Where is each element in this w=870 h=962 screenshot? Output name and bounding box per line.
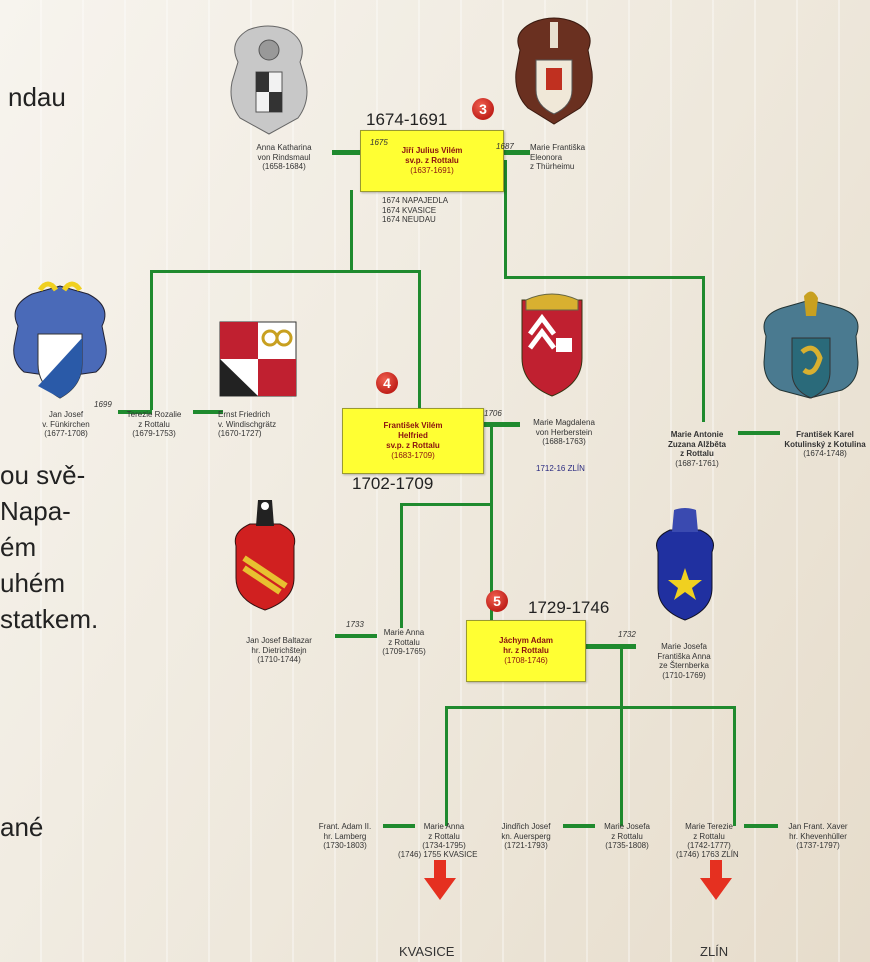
descent-line <box>150 270 153 410</box>
estate-note: (1746) 1763 ZLÍN <box>676 850 739 859</box>
descent-line <box>620 648 623 708</box>
period-label: 1729-1746 <box>528 598 610 617</box>
person-title: hr. z Rottalu <box>503 646 549 655</box>
coat-of-arms-herberstein-icon <box>521 293 583 397</box>
coat-of-arms-windischgratz-icon <box>219 321 297 397</box>
generation-badge: 4 <box>376 372 398 394</box>
descent-line <box>733 706 736 826</box>
coat-of-arms-dietrichstein-icon <box>234 500 296 611</box>
descent-line <box>490 503 493 621</box>
sibling-line <box>445 706 735 709</box>
descent-line <box>702 276 705 422</box>
coat-of-arms-funkirchen-icon <box>13 281 107 399</box>
slide-text-line: ém <box>0 532 37 562</box>
period-label: 1702-1709 <box>352 474 434 493</box>
sibling-line <box>504 276 704 279</box>
destination-label: KVASICE <box>399 944 455 959</box>
descent-line <box>445 706 448 826</box>
family-head-box: Jiří Julius Vilém sv.p. z Rottalu (1637-… <box>360 130 504 192</box>
marriage-line <box>335 634 377 638</box>
estate-note: (1746) 1755 KVASICE <box>398 850 478 859</box>
slide-text-line: Napa- <box>0 496 71 526</box>
marriage-line <box>744 824 778 828</box>
marriage-year: 1687 <box>496 142 514 151</box>
coat-of-arms-kotulinsky-icon <box>763 291 859 399</box>
person-name: František Vilém <box>383 421 443 430</box>
down-arrow-icon <box>424 860 456 900</box>
generation-badge: 3 <box>472 98 494 120</box>
coat-of-arms-thurheim-icon <box>515 17 593 125</box>
marriage-line <box>563 824 595 828</box>
descent-line <box>490 425 493 505</box>
destination-label: ZLÍN <box>700 944 729 959</box>
marriage-year: 1675 <box>370 138 388 147</box>
person-name: Jiří Julius Vilém <box>401 146 463 155</box>
marriage-line <box>584 644 636 649</box>
descent-line <box>620 706 623 826</box>
person-title: sv.p. z Rottalu <box>405 156 459 165</box>
coat-of-arms-rindsmaul-icon <box>230 25 308 135</box>
person-dates: (1708-1746) <box>504 656 548 665</box>
slide-text-line: uhém <box>0 568 66 598</box>
family-head-box: František Vilém Helfried sv.p. z Rottalu… <box>342 408 484 474</box>
marriage-year: 1699 <box>94 400 112 409</box>
descent-line <box>400 503 403 628</box>
marriage-year: 1706 <box>484 409 502 418</box>
person-name: Helfried <box>398 431 428 440</box>
spouse-entry: Frant. Adam II.hr. Lamberg(1730-1803) <box>318 822 372 850</box>
slide-text-line: ndau <box>8 82 66 112</box>
slide-text-line: ou svě- <box>0 460 86 490</box>
person-dates: (1683-1709) <box>391 451 435 460</box>
person-title: sv.p. z Rottalu <box>386 441 440 450</box>
down-arrow-icon <box>700 860 732 900</box>
marriage-line <box>118 410 152 414</box>
marriage-line <box>383 824 415 828</box>
marriage-year: 1733 <box>346 620 364 629</box>
slide-text-line: ané <box>0 812 44 842</box>
marriage-line <box>738 431 780 435</box>
marriage-year: 1732 <box>618 630 636 639</box>
descent-line <box>504 160 507 278</box>
slide-text-line: statkem. <box>0 604 99 634</box>
person-name: Jáchym Adam <box>499 636 553 645</box>
family-head-box: Jáchym Adam hr. z Rottalu (1708-1746) <box>466 620 586 682</box>
descent-line <box>418 270 421 408</box>
estate-note: 1712-16 ZLÍN <box>536 464 585 473</box>
marriage-line <box>460 422 520 427</box>
generation-badge: 5 <box>486 590 508 612</box>
coat-of-arms-sternberk-icon <box>656 508 714 621</box>
person-dates: (1637-1691) <box>410 166 454 175</box>
sibling-line <box>400 503 493 506</box>
descent-line <box>350 190 353 272</box>
marriage-line <box>193 410 223 414</box>
sibling-line <box>150 270 420 273</box>
period-label: 1674-1691 <box>366 110 448 129</box>
